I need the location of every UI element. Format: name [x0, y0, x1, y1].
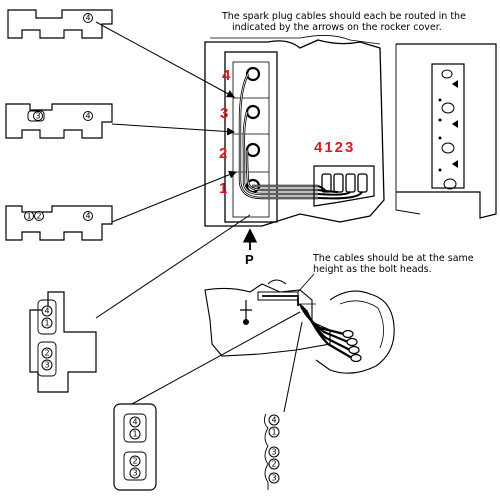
- clip1-mark-4: 4: [85, 14, 90, 23]
- stack-mark-3a: 3: [271, 448, 276, 457]
- clip3-mark-4: 4: [85, 212, 90, 221]
- side-clip-diagram: 4 1 2 3: [29, 291, 97, 393]
- cylinder-label-4: 4: [222, 67, 231, 84]
- bottom-clip-mark-1: 1: [132, 430, 137, 439]
- leader-lines: [95, 21, 303, 413]
- stack-mark-1: 1: [271, 428, 276, 437]
- side-clip-mark-4: 4: [44, 307, 49, 316]
- clip3-mark-2: 2: [36, 212, 41, 221]
- routing-note-line1: The spark plug cables should each be rou…: [222, 11, 466, 22]
- routing-note-line2: indicated by the arrows on the rocker co…: [232, 22, 442, 33]
- clip3-mark-1: 1: [26, 212, 31, 221]
- stack-mark-3b: 3: [271, 474, 276, 483]
- rocker-cover-view: [395, 43, 497, 219]
- bottom-clip-mark-3: 3: [132, 469, 137, 478]
- engine-side-view: [204, 273, 395, 374]
- stack-mark-2: 2: [271, 460, 276, 469]
- cylinder-label-3: 3: [220, 105, 228, 122]
- engine-front-view: [204, 35, 385, 250]
- bottom-stacked-clip: 4 1 3 2 3: [263, 413, 280, 490]
- bottom-clip-mark-4: 4: [132, 418, 137, 427]
- distributor-firing-order: 4123: [314, 139, 355, 156]
- cylinder-label-2: 2: [219, 145, 227, 162]
- clip-diagram-3: 1 2 4: [5, 205, 113, 241]
- side-clip-mark-1: 1: [44, 319, 49, 328]
- bottom-clip-mark-2: 2: [132, 457, 137, 466]
- side-clip-mark-2: 2: [44, 349, 49, 358]
- side-clip-mark-3: 3: [44, 361, 49, 370]
- clip-diagram-2: 3 4: [5, 103, 113, 139]
- routing-note: The spark plug cables should each be rou…: [222, 11, 466, 33]
- clip2-mark-4: 4: [85, 112, 90, 121]
- cylinder-label-1: 1: [219, 180, 227, 197]
- point-label-p: P: [245, 252, 254, 267]
- clip-diagram-1: 4: [7, 9, 113, 39]
- height-note-line1: The cables should be at the same: [313, 253, 474, 264]
- height-note-line2: height as the bolt heads.: [313, 264, 432, 275]
- stack-mark-4: 4: [271, 416, 276, 425]
- clip2-mark-3: 3: [35, 112, 40, 121]
- bottom-clip-diagram: 4 1 2 3: [113, 403, 157, 491]
- height-note: The cables should be at the same height …: [313, 253, 474, 275]
